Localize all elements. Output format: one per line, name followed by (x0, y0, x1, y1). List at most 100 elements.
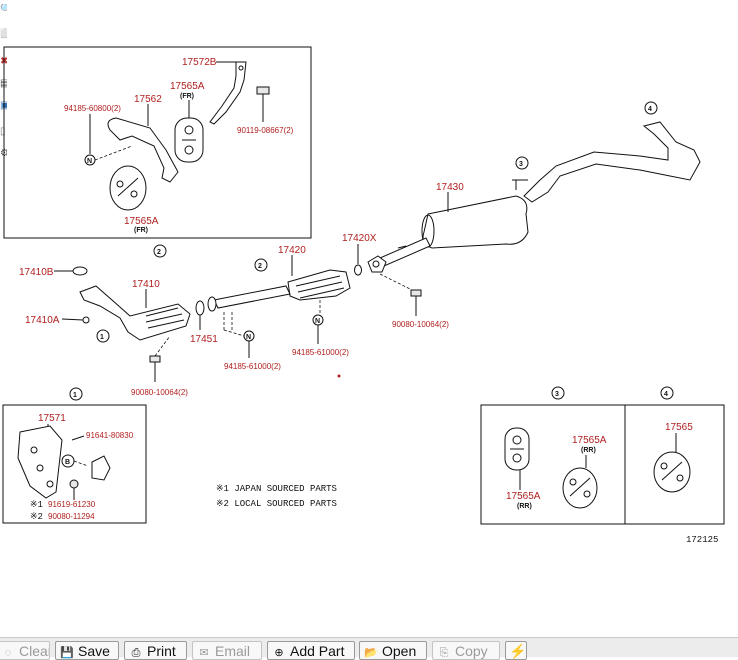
center-pipe-rear (379, 237, 431, 267)
label-rr-1: (RR) (517, 503, 532, 510)
bottom-toolbar: ◌Clear 💾Save ⎙Print ✉Email ⊕Add Part 📂Op… (0, 637, 738, 660)
page-icon[interactable]: ▯ (0, 126, 6, 137)
add-part-button[interactable]: ⊕Add Part (267, 641, 355, 660)
tail-pipe (523, 121, 701, 203)
label-90080-10064-left[interactable]: 90080-10064(2) (131, 388, 188, 397)
hanger-rubber-lower (109, 165, 147, 211)
email-icon: ✉ (199, 647, 209, 659)
note-japan-sourced: ※1 JAPAN SOURCED PARTS (216, 484, 337, 494)
hanger-pipe-17562 (107, 117, 179, 183)
zoom-fit-icon[interactable]: ⬜ (0, 28, 7, 39)
folder-open-icon: 📂 (364, 647, 378, 659)
illustration-code: 172125 (686, 535, 718, 545)
ref-circle-4-box: 4 (660, 386, 674, 400)
label-17420[interactable]: 17420 (278, 245, 306, 256)
label-17565A-fr-lower[interactable]: 17565A (124, 216, 159, 227)
copy-button[interactable]: ⎘Copy (432, 641, 500, 660)
print-icon: ⎙ (131, 647, 141, 659)
svg-text:4: 4 (648, 106, 652, 113)
ref-circle-2a: 2 (153, 244, 167, 258)
label-94185-60800[interactable]: 94185-60800(2) (64, 104, 121, 113)
save-icon: 💾 (60, 647, 74, 659)
svg-text:N: N (315, 318, 320, 325)
label-17451[interactable]: 17451 (190, 334, 218, 345)
svg-text:3: 3 (555, 391, 559, 398)
flange-rear (367, 255, 387, 273)
copy-icon: ⎘ (439, 647, 449, 659)
ref-circle-4: 4 (644, 101, 658, 115)
clear-icon: ◌ (4, 647, 12, 659)
lightning-icon: ⚡ (509, 643, 527, 659)
bolt-90119 (256, 86, 270, 104)
label-17565A-fr-upper[interactable]: 17565A (170, 81, 205, 92)
detail-box-1 (2, 404, 147, 524)
label-rr-2: (RR) (581, 447, 596, 454)
ref-circle-1-box: 1 (69, 387, 83, 401)
label-17571[interactable]: 17571 (38, 413, 66, 424)
detail-box-3 (480, 404, 626, 525)
email-button[interactable]: ✉Email (192, 641, 262, 660)
label-90119-08667[interactable]: 90119-08667(2) (237, 126, 294, 135)
print-button[interactable]: ⎙Print (124, 641, 187, 660)
svg-text:3: 3 (519, 161, 523, 168)
quick-action-button[interactable]: ⚡ (505, 641, 527, 660)
label-90080-11294[interactable]: 90080-11294 (48, 512, 95, 521)
mark-note-1: ※1 (30, 500, 43, 510)
label-17572B[interactable]: 17572B (182, 57, 217, 68)
hanger-rubber-rr-2 (562, 467, 598, 509)
svg-text:2: 2 (258, 263, 262, 270)
clear-button[interactable]: ◌Clear (0, 641, 50, 660)
label-90080-10064-right[interactable]: 90080-10064(2) (392, 320, 449, 329)
clamp-part (91, 455, 111, 481)
exhaust-parts-diagram: 17572B 17565A (FR) 90119-08667(2) 17562 … (2, 46, 725, 545)
label-fr-lower: (FR) (134, 227, 148, 234)
ref-circle-3-box: 3 (551, 386, 565, 400)
front-pipe-17410 (79, 285, 191, 341)
label-17410A[interactable]: 17410A (25, 315, 60, 326)
label-17565[interactable]: 17565 (665, 422, 693, 433)
label-94185-61000-left[interactable]: 94185-61000(2) (224, 362, 281, 371)
gasket-17420X (354, 264, 362, 276)
heat-insulator-17571 (17, 425, 63, 499)
ref-circle-1: 1 (96, 329, 110, 343)
search-icon[interactable]: 🔍 (0, 4, 7, 15)
add-icon: ⊕ (274, 647, 284, 659)
muffler-17430 (422, 195, 529, 249)
label-91641-80830[interactable]: 91641-80830 (86, 431, 134, 440)
label-17410B[interactable]: 17410B (19, 267, 54, 278)
detail-box-4 (624, 404, 725, 525)
save-button[interactable]: 💾Save (55, 641, 119, 660)
converter-17420 (287, 269, 351, 301)
svg-text:4: 4 (664, 391, 668, 398)
label-17565A-rr-1[interactable]: 17565A (506, 491, 541, 502)
front-pipe-2 (213, 285, 291, 309)
bolt-box1 (69, 479, 79, 500)
label-17410[interactable]: 17410 (132, 279, 160, 290)
svg-text:2: 2 (157, 249, 161, 256)
svg-text:1: 1 (73, 392, 77, 399)
svg-text:1: 1 (100, 334, 104, 341)
hanger-rubber-17565 (653, 451, 691, 493)
label-91619-61230[interactable]: 91619-61230 (48, 500, 96, 509)
ref-circle-2b: 2 (254, 258, 268, 272)
label-17565A-rr-2[interactable]: 17565A (572, 435, 607, 446)
nut-17410A (82, 316, 90, 324)
gasket-17451 (195, 300, 205, 316)
bolt-90080-right (410, 289, 422, 316)
ref-circle-3: 3 (515, 156, 529, 170)
label-fr-upper: (FR) (180, 93, 194, 100)
label-17430[interactable]: 17430 (436, 182, 464, 193)
inset-box-hangers (3, 46, 312, 239)
label-17420X[interactable]: 17420X (342, 233, 377, 244)
svg-text:N: N (246, 334, 251, 341)
label-94185-61000-right[interactable]: 94185-61000(2) (292, 348, 349, 357)
hanger-rubber-upper (174, 117, 204, 163)
label-17562[interactable]: 17562 (134, 94, 162, 105)
open-button[interactable]: 📂Open (359, 641, 427, 660)
note-local-sourced: ※2 LOCAL SOURCED PARTS (216, 499, 337, 509)
bracket-17572B (209, 61, 247, 125)
svg-text:N: N (87, 158, 92, 165)
svg-text:B: B (65, 459, 70, 466)
mark-note-2: ※2 (30, 512, 43, 522)
hanger-rubber-rr-1 (504, 427, 530, 471)
